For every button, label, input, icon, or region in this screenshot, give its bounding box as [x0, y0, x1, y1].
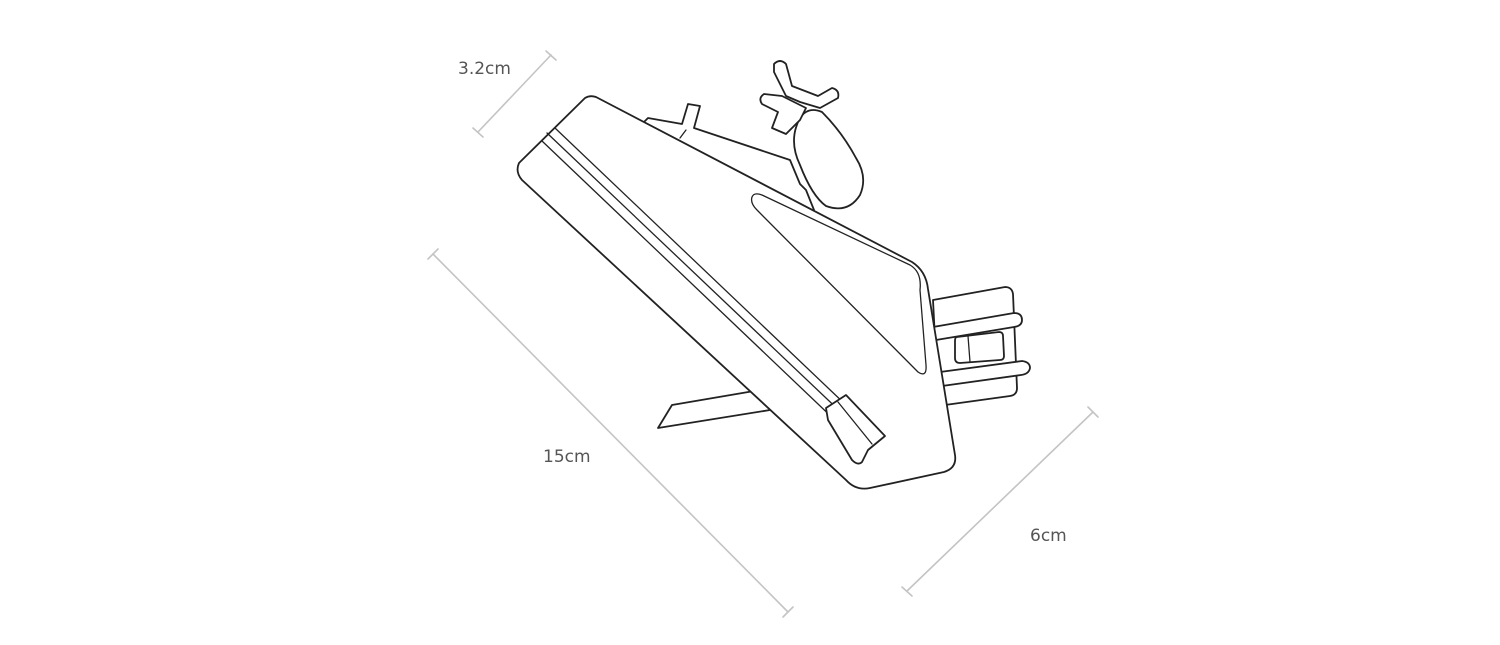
dimension-depth: 3.2cm [458, 50, 557, 138]
phone-holder-illustration [516, 60, 1031, 490]
ball-joint-mount [759, 60, 865, 210]
front-lip [825, 394, 886, 465]
dimension-width: 6cm [901, 406, 1099, 597]
main-body [516, 95, 957, 490]
dimension-depth-label: 3.2cm [458, 59, 511, 79]
dimension-width-label: 6cm [1030, 526, 1067, 546]
triangular-cutout [750, 193, 927, 375]
front-rail [546, 132, 867, 437]
dimension-length-label: 15cm [543, 447, 591, 467]
dimension-length: 15cm [427, 248, 794, 618]
kickstand-leg [657, 389, 771, 429]
vent-clip [932, 286, 1031, 406]
